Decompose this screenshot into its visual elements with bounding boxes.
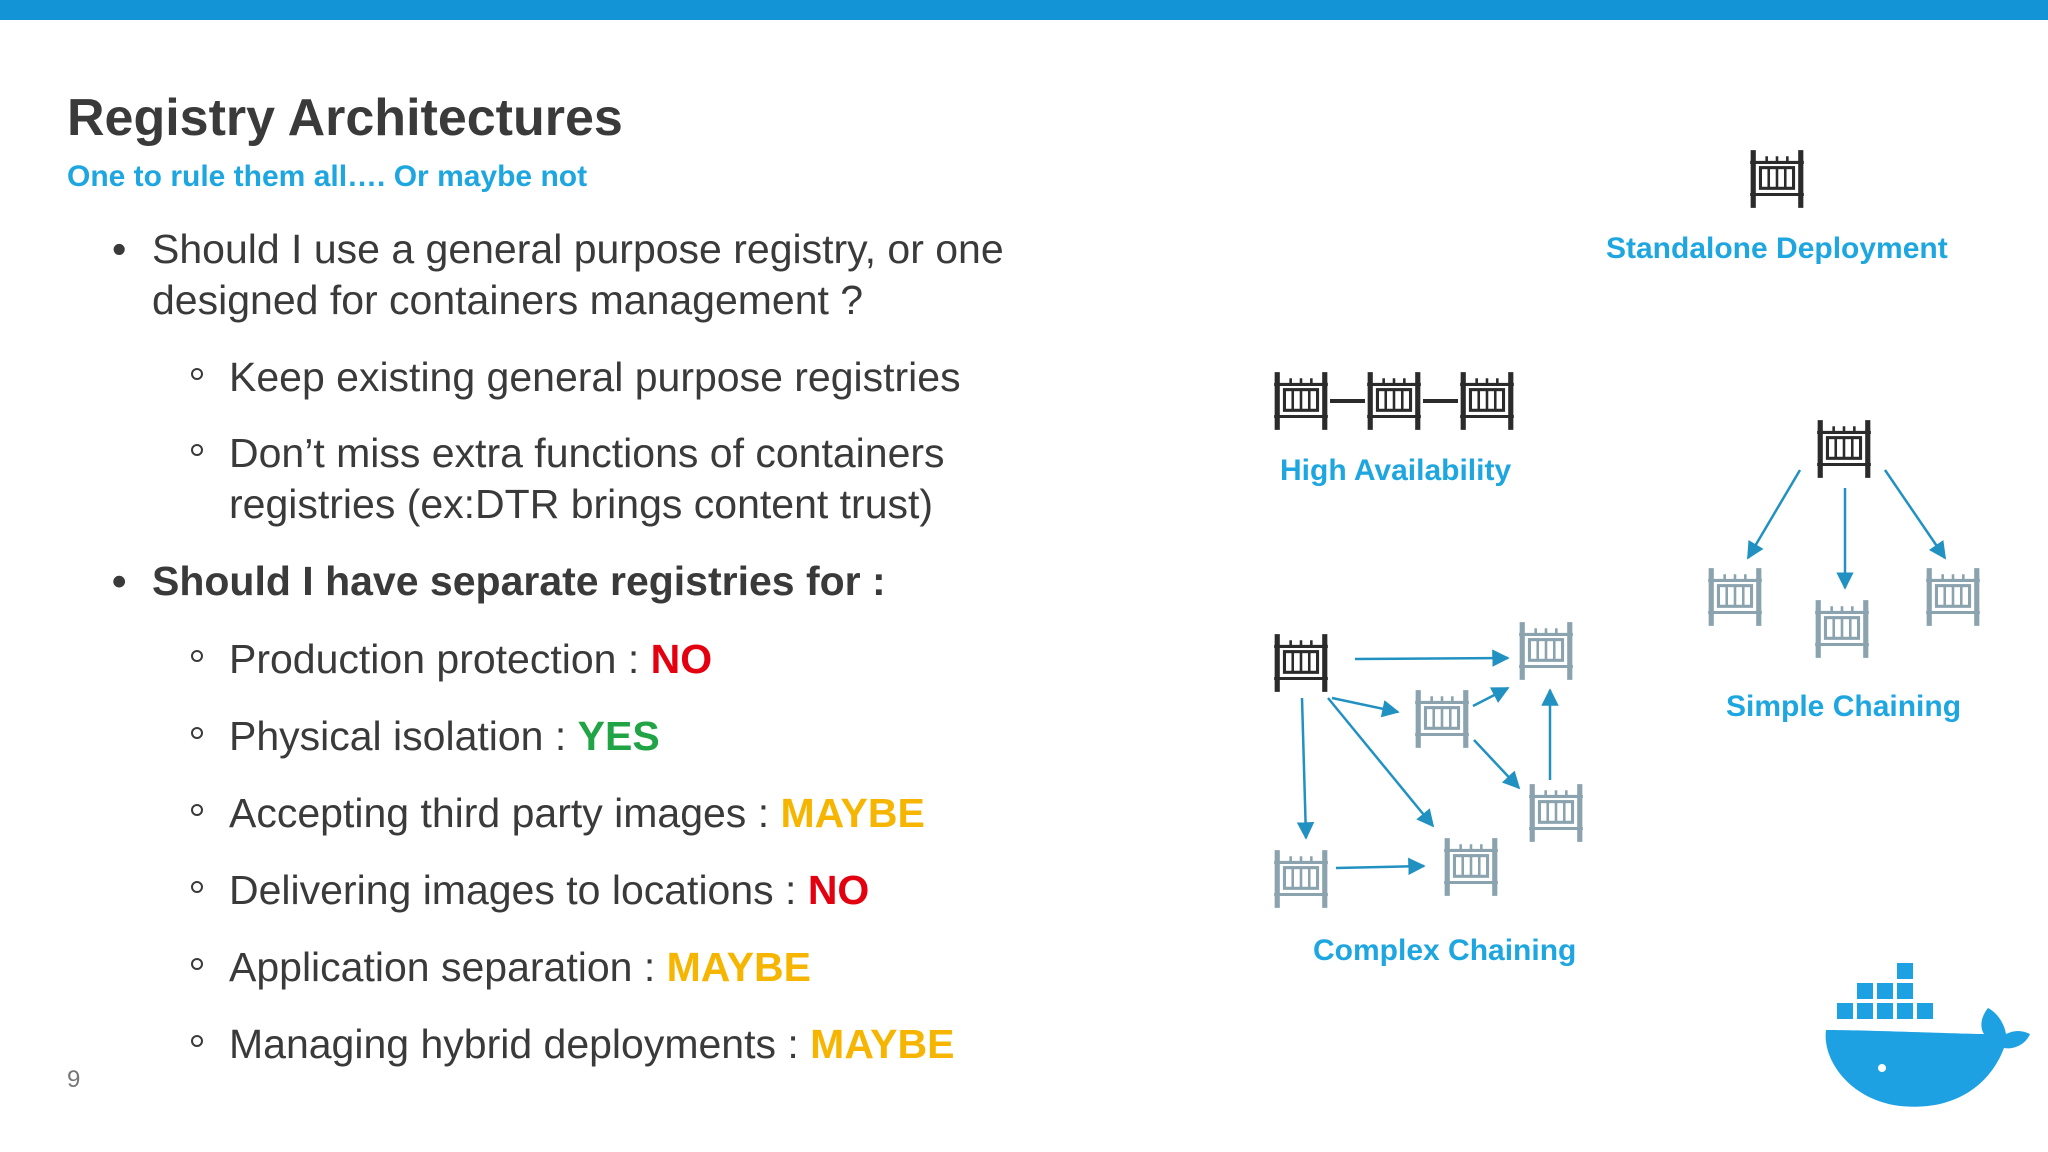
- sub-bullet: Accepting third party images : MAYBE: [191, 788, 925, 839]
- registry-icon: [1706, 568, 1764, 626]
- sub-bullet-text: registries (ex:DTR brings content trust): [229, 481, 934, 527]
- chain-arrow: [1335, 857, 1426, 876]
- bullet-question-2: • Should I have separate registries for …: [112, 556, 886, 607]
- registry-icon: [1517, 622, 1575, 680]
- chain-arrow: [1327, 697, 1435, 828]
- chain-arrow: [1473, 739, 1521, 790]
- chain-arrow: [1472, 686, 1510, 708]
- bullet-dot: •: [112, 558, 127, 604]
- sub-bullet: Delivering images to locations : NO: [191, 865, 870, 916]
- circle-bullet-icon: [191, 650, 203, 662]
- registry-icon: [1272, 372, 1330, 430]
- registry-icon: [1815, 420, 1873, 478]
- simple-chaining-label: Simple Chaining: [1726, 690, 1962, 723]
- item-label: Managing hybrid deployments :: [229, 1021, 811, 1067]
- bullet-text: Should I have separate registries for :: [152, 558, 886, 604]
- item-label: Delivering images to locations :: [229, 867, 808, 913]
- sub-bullet-text: Keep existing general purpose registries: [229, 354, 961, 400]
- circle-bullet-icon: [191, 1035, 203, 1047]
- chain-arrow: [1296, 697, 1315, 840]
- registry-icon: [1458, 372, 1516, 430]
- chain-arrow: [1354, 649, 1510, 667]
- item-label: Physical isolation :: [229, 713, 578, 759]
- item-answer: MAYBE: [666, 944, 811, 990]
- item-label: Application separation :: [229, 944, 667, 990]
- sub-bullet: Production protection : NO: [191, 634, 713, 685]
- registry-icon: [1365, 372, 1423, 430]
- registry-icon: [1442, 838, 1500, 896]
- registry-icon: [1413, 690, 1471, 748]
- chain-arrow: [1883, 469, 1947, 560]
- high-availability-label: High Availability: [1280, 454, 1512, 487]
- top-accent-bar: [0, 0, 2048, 20]
- sub-bullet: Managing hybrid deployments : MAYBE: [191, 1019, 955, 1070]
- registry-icon: [1813, 600, 1871, 658]
- chain-arrow: [1331, 696, 1400, 718]
- item-label: Accepting third party images :: [229, 790, 781, 836]
- registry-icon: [1924, 568, 1982, 626]
- docker-whale-logo: [1825, 961, 2030, 1107]
- sub-bullet: Don’t miss extra functions of containers…: [191, 428, 945, 530]
- circle-bullet-icon: [191, 444, 203, 456]
- registry-icon: [1272, 850, 1330, 908]
- chain-arrow: [1746, 469, 1802, 560]
- slide-title: Registry Architectures: [67, 89, 623, 147]
- sub-bullet-text: Don’t miss extra functions of containers: [229, 430, 945, 476]
- registry-icon: [1272, 634, 1330, 692]
- sub-bullet: Application separation : MAYBE: [191, 942, 811, 993]
- item-answer: NO: [650, 636, 713, 682]
- circle-bullet-icon: [191, 804, 203, 816]
- circle-bullet-icon: [191, 368, 203, 380]
- item-answer: MAYBE: [780, 790, 925, 836]
- standalone-deployment-label: Standalone Deployment: [1606, 232, 1948, 265]
- circle-bullet-icon: [191, 727, 203, 739]
- item-answer: YES: [577, 713, 660, 759]
- page-number: 9: [67, 1066, 81, 1093]
- item-label: Production protection :: [229, 636, 651, 682]
- sub-bullet: Physical isolation : YES: [191, 711, 660, 762]
- bullet-text: designed for containers management ?: [152, 277, 864, 323]
- circle-bullet-icon: [191, 958, 203, 970]
- bullet-dot: •: [112, 226, 127, 272]
- sub-bullet: Keep existing general purpose registries: [191, 352, 961, 403]
- complex-chaining-label: Complex Chaining: [1313, 934, 1577, 967]
- registry-icon: [1527, 784, 1585, 842]
- registry-icon: [1748, 150, 1806, 208]
- circle-bullet-icon: [191, 881, 203, 893]
- bullet-question-1: • Should I use a general purpose registr…: [112, 224, 1004, 326]
- item-answer: NO: [807, 867, 870, 913]
- item-answer: MAYBE: [810, 1021, 955, 1067]
- slide-subtitle: One to rule them all…. Or maybe not: [67, 160, 588, 193]
- bullet-text: Should I use a general purpose registry,…: [152, 226, 1004, 272]
